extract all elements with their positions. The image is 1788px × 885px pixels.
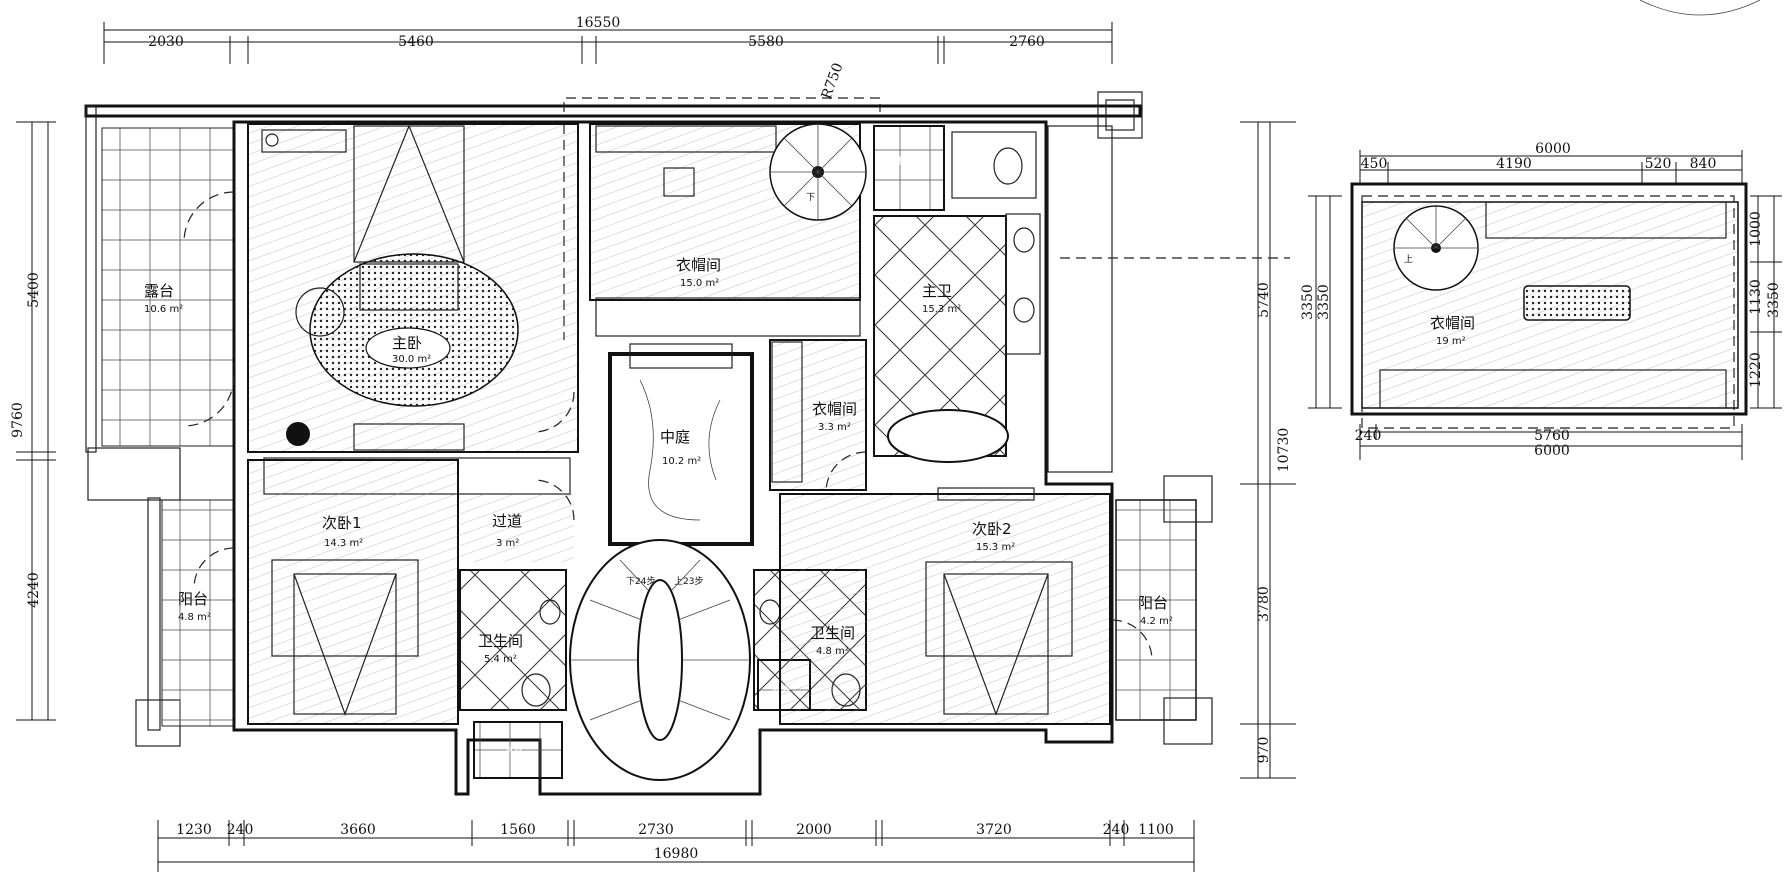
dim-left-1: 5400	[26, 272, 42, 308]
dim-bottom-8: 240	[1103, 822, 1130, 838]
inset-dim-right-4: 1220	[1748, 352, 1764, 388]
dim-top-4: 2760	[1009, 34, 1045, 50]
master-bedroom-area: 30.0 m²	[392, 354, 431, 365]
dim-top-2: 5460	[398, 34, 434, 50]
left-dimension-chain: 5400 9760 4240	[10, 121, 56, 721]
right-dimension-chain: 5740 10730 3780 970	[1240, 121, 1296, 779]
terrace-name: 露台	[144, 282, 174, 300]
corridor-floor	[458, 494, 574, 562]
inset-dim-right-3: 3350	[1766, 282, 1782, 318]
inset-dim-top-3: 520	[1645, 156, 1672, 172]
inset-dim-bottom-total: 6000	[1534, 443, 1570, 459]
dim-right-3: 970	[1256, 737, 1272, 764]
dim-right-total: 10730	[1276, 428, 1292, 473]
bedroom2-floor	[779, 493, 1111, 725]
shower-top	[873, 125, 945, 211]
plant-icon	[286, 422, 310, 446]
cloakroom-small-name: 衣帽间	[812, 400, 857, 418]
inset-cloakroom-area: 19 m²	[1436, 336, 1466, 347]
bedroom2-area: 15.3 m²	[976, 542, 1015, 553]
inset-dim-top-4: 840	[1690, 156, 1717, 172]
top-dimension-chain: 16550 2030 5460 5580 2760	[103, 15, 1113, 64]
bath-left-area: 5.4 m²	[484, 654, 517, 665]
bath-left-name: 卫生间	[478, 632, 523, 650]
balcony-left-name: 阳台	[178, 590, 208, 608]
inset-floor-plan: 6000 450 4190 520 840 3350 3350 1000 113…	[1300, 141, 1782, 460]
dim-top-1: 2030	[148, 34, 184, 50]
master-bath-name: 主卫	[922, 282, 952, 300]
main-floor-plan: 下 R750 淋浴	[84, 61, 1290, 796]
balcony-right-floor	[1115, 499, 1197, 721]
inset-island	[1523, 285, 1631, 321]
bath-right-area: 4.8 m²	[816, 646, 849, 657]
inset-dim-top-2: 4190	[1496, 156, 1532, 172]
dim-bottom-6: 2000	[796, 822, 832, 838]
dim-bottom-7: 3720	[976, 822, 1012, 838]
dim-left-2: 4240	[26, 572, 42, 608]
inset-dim-top-1: 450	[1361, 156, 1388, 172]
bedroom1-floor	[247, 459, 459, 725]
corridor-name: 过道	[492, 512, 522, 530]
dim-right-2: 3780	[1256, 586, 1272, 622]
dim-bottom-1: 1230	[176, 822, 212, 838]
stair-down-label: 下	[806, 193, 815, 203]
dim-bottom-9: 1100	[1138, 822, 1174, 838]
balcony-right-area: 4.2 m²	[1140, 616, 1173, 627]
atrium-name: 中庭	[660, 428, 690, 446]
cloakroom-small-floor	[769, 339, 867, 491]
shower-top-label: 淋浴	[896, 155, 914, 167]
bedroom1-name: 次卧1	[322, 514, 362, 532]
terrace-floor	[101, 127, 235, 447]
dim-left-total: 9760	[10, 402, 26, 438]
dim-top-3: 5580	[748, 34, 784, 50]
dim-bottom-5: 2730	[638, 822, 674, 838]
inset-dim-left-2: 3350	[1316, 284, 1332, 320]
bath-left-floor	[459, 569, 567, 711]
bathtub	[887, 409, 1009, 463]
inset-dim-left-1: 3350	[1300, 284, 1316, 320]
corner-arc	[1639, 0, 1761, 16]
balcony-right-name: 阳台	[1138, 594, 1168, 612]
inset-dim-bottom-2: 5760	[1534, 428, 1570, 444]
master-bedroom-name: 主卧	[392, 334, 422, 352]
inset-dim-top-total: 6000	[1535, 141, 1571, 157]
inset-stair-up-label: 上	[1404, 254, 1413, 265]
bottom-dimension-chain: 1230 240 3660 1560 2730 2000 3720 240 11…	[157, 820, 1195, 872]
balcony-left-area: 4.8 m²	[178, 612, 211, 623]
dim-bottom-4: 1560	[500, 822, 536, 838]
shower-left-label: 淋浴	[504, 744, 522, 756]
atrium-floor	[608, 352, 754, 546]
inset-dim-right-2: 1130	[1748, 279, 1764, 315]
inset-cloakroom-name: 衣帽间	[1430, 314, 1475, 332]
bedroom2-name: 次卧2	[972, 520, 1012, 538]
shower-left	[473, 721, 563, 779]
bedroom1-area: 14.3 m²	[324, 538, 363, 549]
stair-radius-label: R750	[819, 61, 847, 101]
inset-dim-right-1: 1000	[1748, 211, 1764, 247]
bath-right-name: 卫生间	[810, 624, 855, 642]
balcony-left-floor	[161, 499, 235, 727]
corridor-area: 3 m²	[496, 538, 519, 549]
inset-dim-bottom-1: 240	[1355, 428, 1382, 444]
dim-bottom-2: 240	[227, 822, 254, 838]
dim-bottom-total: 16980	[654, 846, 699, 862]
stair-right-steps: 上23步	[674, 576, 703, 587]
cloakroom-main-area: 15.0 m²	[680, 278, 719, 289]
atrium-area: 10.2 m²	[662, 456, 701, 467]
stair-left-steps: 下24步	[626, 576, 655, 587]
cloakroom-small-area: 3.3 m²	[818, 422, 851, 433]
dim-bottom-3: 3660	[340, 822, 376, 838]
cloakroom-main-name: 衣帽间	[676, 256, 721, 274]
master-bath-area: 15.3 m²	[922, 304, 961, 315]
dim-top-total: 16550	[576, 15, 621, 31]
terrace-area: 10.6 m²	[144, 304, 183, 315]
dim-right-1: 5740	[1256, 282, 1272, 318]
